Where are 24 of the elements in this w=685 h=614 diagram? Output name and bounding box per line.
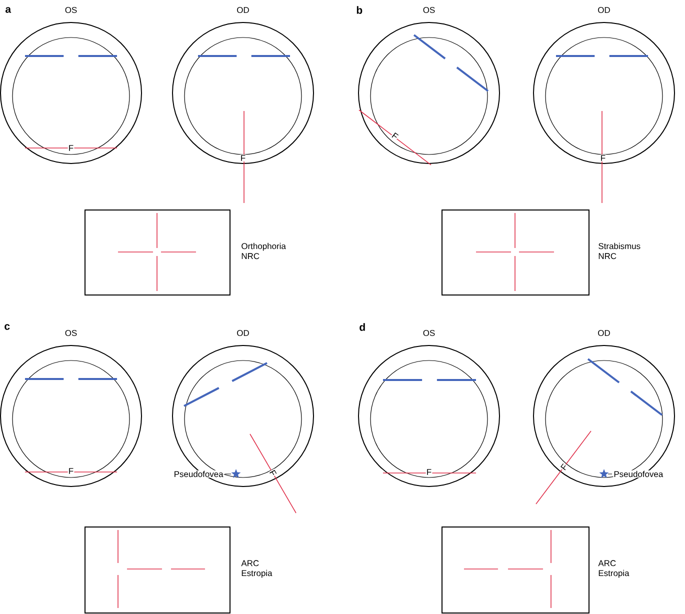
panel-letter: c	[4, 324, 10, 330]
panel-letter: b	[356, 6, 362, 14]
eye-label: OD	[598, 7, 610, 13]
eye-label: OS	[65, 330, 77, 336]
eye-label: OD	[237, 330, 249, 336]
caption-text: ARC Estropia	[241, 560, 272, 578]
caption-text: ARC Estropia	[598, 560, 630, 578]
fovea-label: F	[68, 467, 74, 474]
caption-text: Orthophoria NRC	[242, 242, 286, 260]
eye-label: OD	[237, 7, 249, 13]
retinal-image-box	[84, 526, 230, 614]
panel-letter: a	[6, 7, 12, 13]
fovea-label: F	[68, 144, 74, 152]
eye-label: OD	[598, 330, 610, 336]
fovea-label: F	[426, 468, 432, 476]
eye-label: OS	[423, 330, 435, 336]
retinal-image-box	[84, 210, 230, 296]
fovea-label: F	[390, 131, 400, 141]
eye-label: OS	[423, 7, 435, 13]
retinal-image-box	[442, 210, 590, 296]
retinal-image-box	[442, 526, 590, 614]
eye-label: OS	[65, 7, 77, 13]
caption-text: Strabismus NRC	[598, 242, 640, 260]
panel-letter: d	[360, 323, 365, 331]
